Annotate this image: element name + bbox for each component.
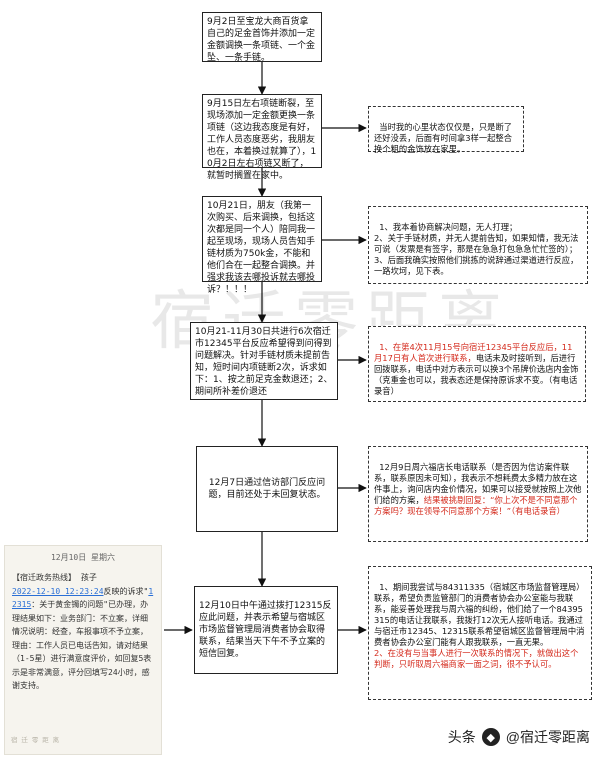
sms-body: 【宿迁政务热线】 孩子 2022-12-10 12:23:24反映的诉求"123… bbox=[12, 573, 154, 690]
note-4-highlight: 结果被挑剔回复：“你上次不是不同意那个方案吗？现在领导不同意那个方案！”（有电话… bbox=[374, 495, 578, 516]
step-5: 12月7日通过信访部门反应问题，目前还处于未回复状态。 bbox=[196, 446, 338, 532]
step-2: 9月15日左右项链断裂，至现场添加一定金额更换一条项链（这边我态度是有好，工作人… bbox=[202, 94, 322, 181]
note-1: 当时我的心里状态仅仅是，只是断了还好没丢，后面有时间拿3样一起整合换个粗的金饰放… bbox=[368, 106, 524, 154]
note-3-text: 电话未及时接听到，后进行回拨联系，电话中对方表示可以换3个吊牌价选店内金饰（克重… bbox=[374, 353, 579, 396]
step-6: 12月10日中午通过拨打12315反应此问题，并表示希望与宿城区市场监督管理局消… bbox=[194, 586, 338, 674]
note-5-text: 1、期间我尝试与84311335（宿城区市场监督管理局）联系，希望负责监管部门的… bbox=[374, 582, 585, 647]
note-4: 12月9日周六福店长电话联系（是否因为信访案件联系，联系原因未可知），我表示不想… bbox=[368, 446, 588, 542]
footer-brand: 头条 ◆ @宿迁零距离 bbox=[448, 727, 590, 747]
sms-date: 12月10日 星期六 bbox=[50, 553, 116, 562]
note-5-highlight: 2、在没有与当事人进行一次联系的情况下，就做出这个判断，只听取周六福商家一面之词… bbox=[374, 648, 579, 669]
step-4: 10月21-11月30日共进行6次宿迁市12345平台反应希望得到问得到问题解决… bbox=[190, 322, 338, 400]
note-2: 1、我本着协商解决问题，无人打理； 2、关于手链材质，并无人提前告知，如果知情，… bbox=[368, 206, 588, 284]
sms-link-12315[interactable]: 12315 bbox=[12, 586, 154, 610]
account-avatar-icon: ◆ bbox=[481, 728, 500, 746]
note-4-text: 12月9日周六福店长电话联系（是否因为信访案件联系，联系原因未可知），我表示不想… bbox=[374, 462, 582, 505]
note-1-text: 当时我的心里状态仅仅是，只是断了还好没丢，后面有时间拿3样一起整合换个粗的金饰放… bbox=[374, 122, 513, 154]
step-3: 10月21日，朋友（我第一次购买、后来调换，包括这次都是同一个人）陪同我一起至现… bbox=[202, 196, 322, 295]
sms-screenshot: 12月10日 星期六 【宿迁政务热线】 孩子 2022-12-10 12:23:… bbox=[4, 545, 162, 755]
footer-handle[interactable]: @宿迁零距离 bbox=[505, 729, 590, 745]
footer-prefix: 头条 bbox=[447, 729, 476, 745]
note-2-text: 1、我本着协商解决问题，无人打理； 2、关于手链材质，并无人提前告知，如果知情，… bbox=[374, 222, 579, 276]
note-5: 1、期间我尝试与84311335（宿城区市场监督管理局）联系，希望负责监管部门的… bbox=[368, 566, 592, 700]
sms-link-datetime[interactable]: 2022-12-10 12:23:24 bbox=[12, 586, 104, 596]
note-3: 1、在第4次11月15号向宿迁12345平台反应后，11月17日有人首次进行联系… bbox=[368, 326, 586, 402]
sms-faint-watermark: 宿 迁 零 距 离 bbox=[11, 736, 60, 744]
step-1: 9月2日至宝龙大商百货拿自己的足金首饰并添加一定金额调换一条项链、一个金坠、一条… bbox=[202, 12, 322, 63]
note-3-highlight: 1、在第4次11月15号向宿迁12345平台反应后，11月17日有人首次进行联系… bbox=[374, 342, 573, 363]
